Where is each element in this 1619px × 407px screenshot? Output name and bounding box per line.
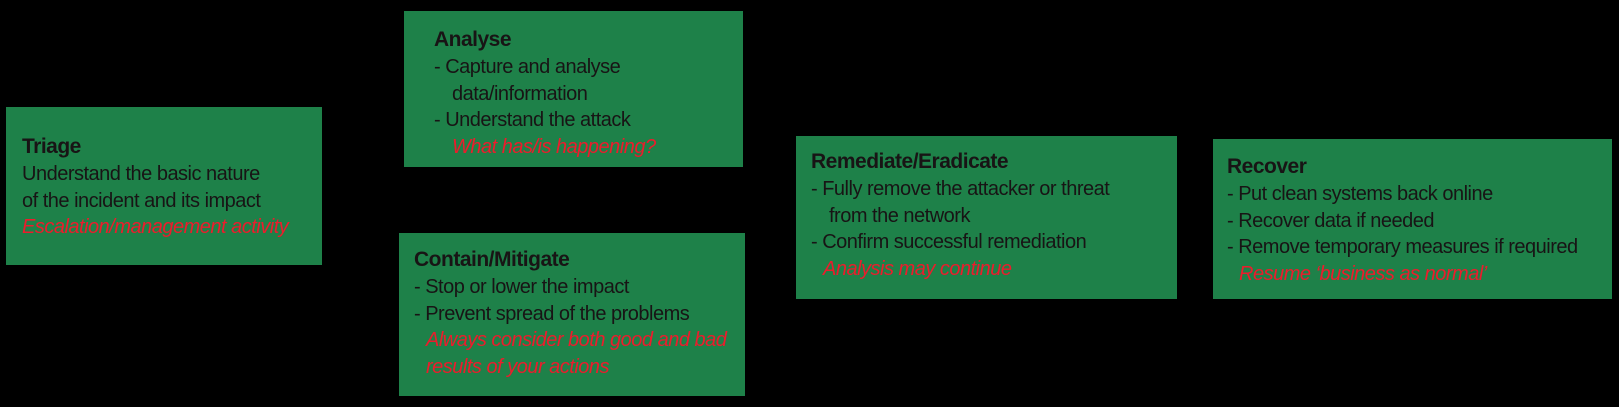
stage-title-triage: Triage bbox=[22, 135, 81, 158]
stage-note: Analysis may continue bbox=[823, 258, 1012, 281]
stage-box-remediate-eradicate: Remediate/Eradicate - Fully remove the a… bbox=[796, 136, 1177, 299]
stage-line: from the network bbox=[829, 204, 970, 227]
stage-line: of the incident and its impact bbox=[22, 189, 261, 212]
stage-note: Resume ‘business as normal’ bbox=[1239, 263, 1487, 286]
stage-line: - Confirm successful remediation bbox=[811, 231, 1087, 254]
stage-line: Understand the basic nature bbox=[22, 162, 260, 185]
stage-note: results of your actions bbox=[426, 356, 610, 379]
stage-title-contain-mitigate: Contain/Mitigate bbox=[414, 248, 570, 271]
stage-note: Escalation/management activity bbox=[22, 216, 289, 239]
stage-title-analyse: Analyse bbox=[434, 28, 512, 51]
stage-line: - Remove temporary measures if required bbox=[1227, 236, 1578, 259]
stage-box-contain-mitigate: Contain/Mitigate - Stop or lower the imp… bbox=[399, 233, 745, 396]
stage-box-recover: Recover - Put clean systems back online … bbox=[1213, 139, 1612, 299]
stage-line: - Capture and analyse bbox=[434, 55, 621, 78]
stage-note: Always consider both good and bad bbox=[426, 329, 727, 352]
stage-line: - Fully remove the attacker or threat bbox=[811, 177, 1110, 200]
stage-title-recover: Recover bbox=[1227, 155, 1307, 178]
stage-line: - Prevent spread of the problems bbox=[414, 302, 690, 325]
stage-line: - Understand the attack bbox=[434, 109, 631, 132]
stage-line: data/information bbox=[452, 82, 588, 105]
stage-line: - Stop or lower the impact bbox=[414, 275, 629, 298]
stage-line: - Put clean systems back online bbox=[1227, 182, 1493, 205]
stage-line: - Recover data if needed bbox=[1227, 209, 1435, 232]
stage-note: What has/is happening? bbox=[452, 136, 656, 159]
stage-box-analyse: Analyse - Capture and analyse data/infor… bbox=[404, 11, 743, 167]
stage-box-triage: Triage Understand the basic nature of th… bbox=[6, 107, 322, 265]
stage-title-remediate-eradicate: Remediate/Eradicate bbox=[811, 150, 1009, 173]
